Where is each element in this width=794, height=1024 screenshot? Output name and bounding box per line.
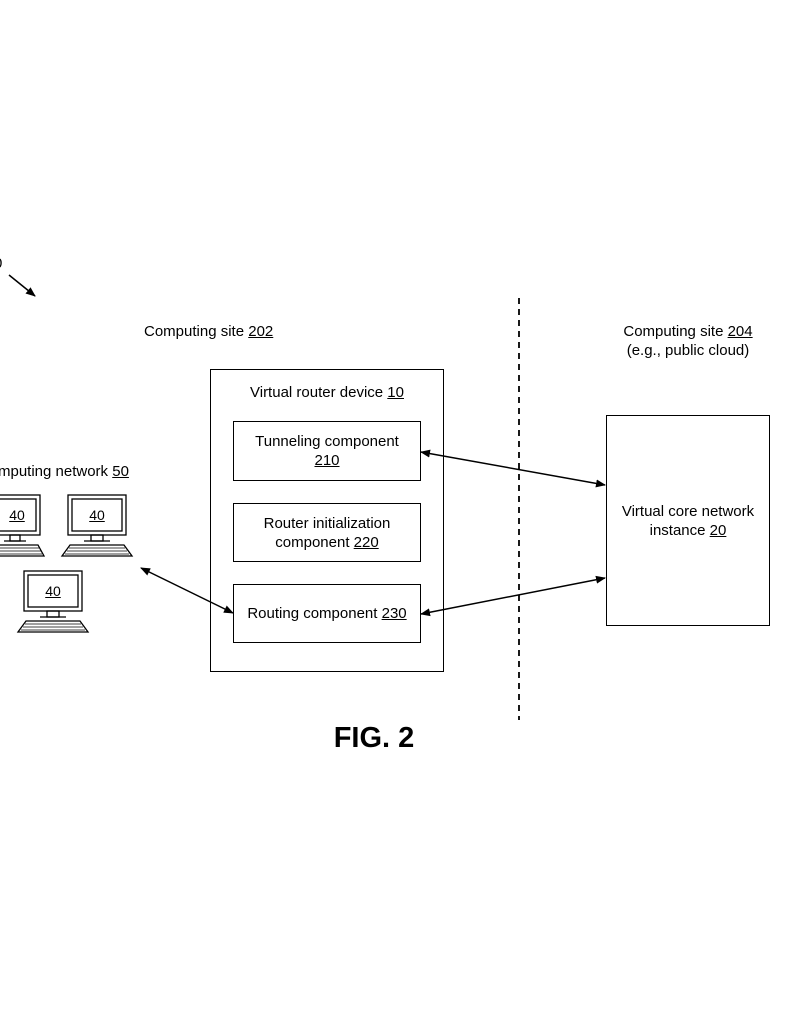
tunneling-component-box: [233, 421, 421, 481]
virtual-core-network-label: Virtual core network instance 20: [606, 502, 770, 540]
figure-caption: FIG. 2: [333, 722, 415, 754]
reference-arrow: [8, 274, 36, 297]
computing-network-label: mputing network 50: [0, 462, 129, 481]
site-label-text: Computing site: [144, 323, 245, 340]
component-label-text: component: [275, 534, 350, 551]
component-label-line2: component 220: [233, 533, 421, 552]
core-number: 20: [709, 522, 727, 539]
component-number: 220: [353, 534, 379, 551]
computer-icon: [16, 570, 90, 633]
computer-icon: [60, 494, 134, 557]
virtual-router-device-box: [210, 369, 444, 672]
core-label-text: instance: [649, 522, 706, 539]
tunneling-component-label: Tunneling component 210: [233, 432, 421, 470]
arrow-tunneling-to-core: [420, 449, 606, 488]
component-number: 230: [381, 605, 407, 622]
site-number: 204: [727, 323, 753, 340]
network-number: 50: [112, 463, 129, 480]
core-label-line2: instance 20: [606, 521, 770, 540]
site-note: (e.g., public cloud): [626, 342, 750, 359]
computing-site-204-label: Computing site 204 (e.g., public cloud): [606, 322, 770, 360]
computer-icon: [0, 494, 46, 557]
computing-site-202-label: Computing site 202: [144, 322, 273, 341]
component-label-text: Tunneling component: [255, 433, 399, 450]
site-label-line: Computing site 204: [606, 322, 770, 341]
computer-number: 40: [89, 507, 105, 523]
component-label-text: Router initialization: [263, 515, 391, 532]
arrow-network-to-routing: [140, 567, 234, 614]
router-initialization-component-box: [233, 503, 421, 562]
site-number: 202: [248, 323, 274, 340]
device-number: 10: [387, 384, 404, 401]
computer-number: 40: [45, 583, 61, 599]
component-label-text: Routing component: [247, 605, 378, 622]
computer-number: 40: [9, 507, 25, 523]
arrow-routing-to-core: [420, 575, 606, 617]
device-label-text: Virtual router device: [250, 384, 384, 401]
virtual-router-device-label: Virtual router device 10: [210, 383, 444, 402]
network-label-text: mputing network: [0, 463, 109, 480]
figure-reference-number: 0: [0, 254, 2, 273]
core-label-text: Virtual core network: [621, 503, 755, 520]
virtual-core-network-box: [606, 415, 770, 626]
router-initialization-component-label: Router initialization component 220: [233, 514, 421, 552]
routing-component-box: [233, 584, 421, 643]
component-number: 210: [314, 452, 340, 469]
routing-component-label: Routing component 230: [233, 604, 421, 623]
site-label-text: Computing site: [623, 323, 724, 340]
